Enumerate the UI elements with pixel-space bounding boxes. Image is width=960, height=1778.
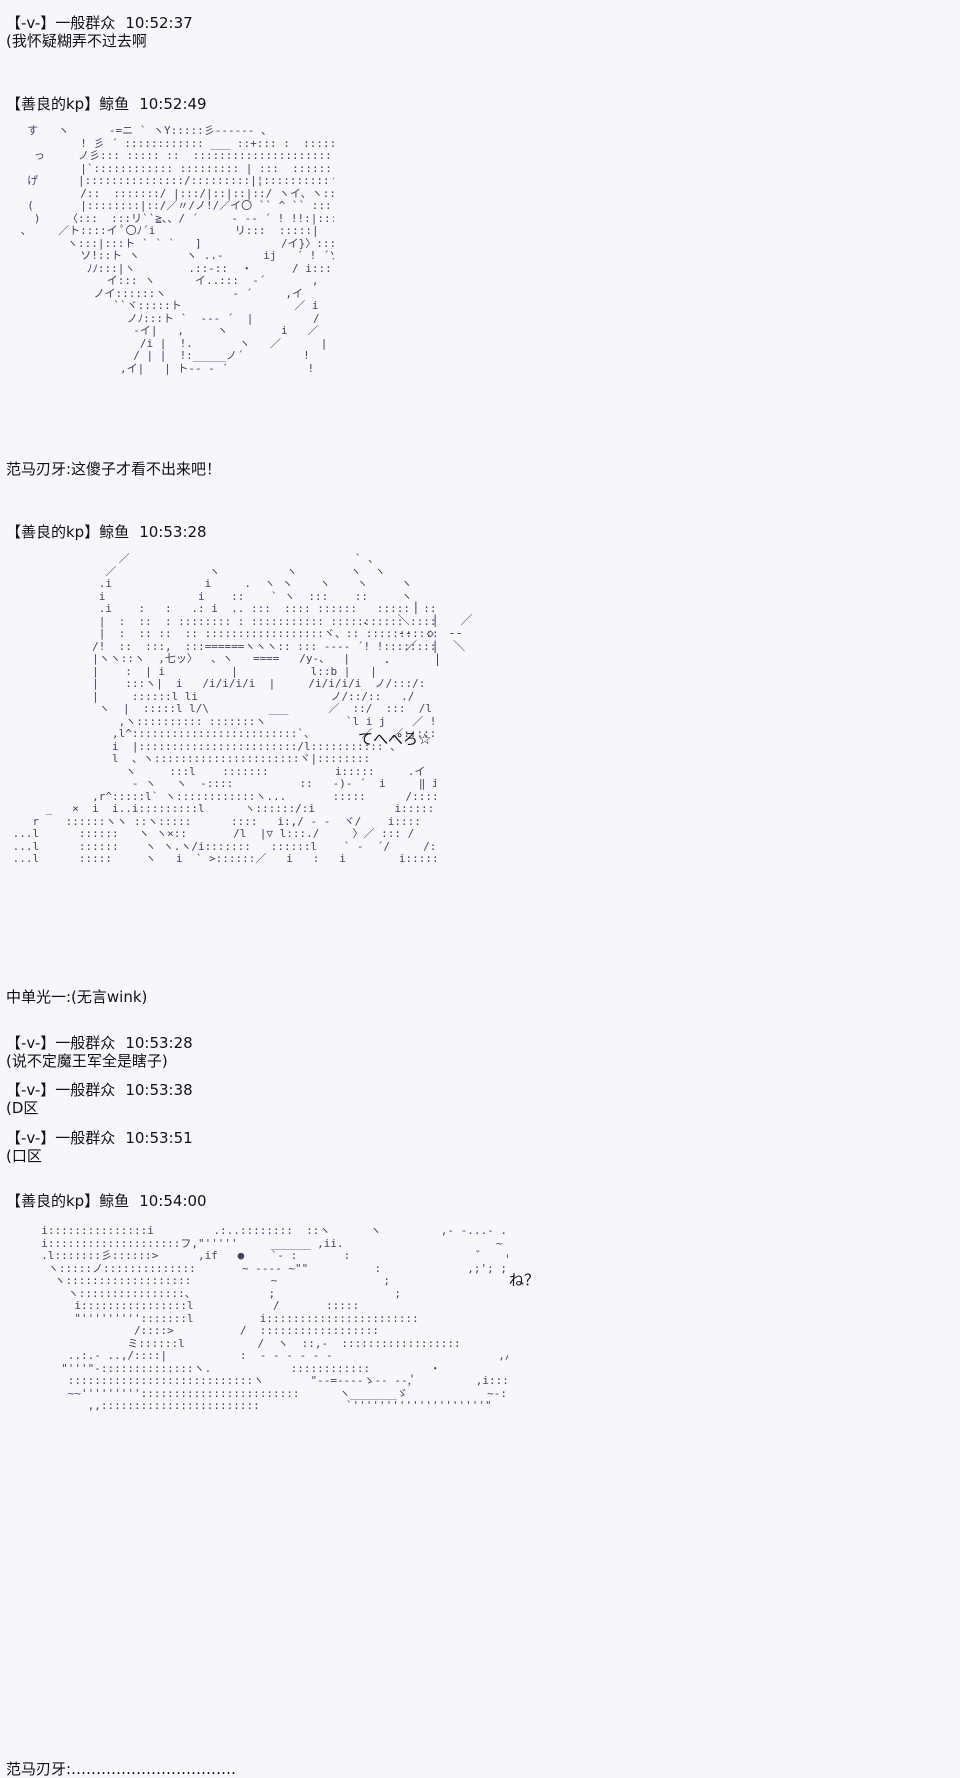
timestamp: 10:52:37 (125, 14, 193, 32)
message-header: 【善良的kp】鲸鱼 10:53:28 (6, 523, 207, 541)
timestamp: 10:53:38 (125, 1081, 193, 1099)
timestamp: 10:53:28 (139, 523, 207, 541)
sender-name: 【-v-】一般群众 (6, 14, 116, 32)
sender-name: 【-v-】一般群众 (6, 1034, 116, 1052)
message-text: (说不定魔王军全是瞎子) (6, 1052, 168, 1070)
message-text: (D区 (6, 1099, 39, 1117)
sender-name: 【善良的kp】鲸鱼 (6, 1192, 130, 1210)
timestamp: 10:53:28 (125, 1034, 193, 1052)
message-text: 中单光一:(无言wink) (6, 988, 148, 1006)
message-header: 【-v-】一般群众 10:53:51 (6, 1129, 193, 1147)
timestamp: 10:54:00 (139, 1192, 207, 1210)
art-caption-tehepero: てへぺろ☆ (358, 730, 432, 748)
sender-name: 【-v-】一般群众 (6, 1081, 116, 1099)
sender-name: 【善良的kp】鲸鱼 (6, 523, 130, 541)
message-text: (我怀疑糊弄不过去啊 (6, 32, 147, 50)
message-text: 范马刃牙:这傻子才看不出来吧！ (6, 460, 222, 478)
ascii-art-koichi-wink: ／ ` 、 ／ ヽ ヽ ヽ ヽ .i i . ヽ ヽ ヽ ヽ ヽ i i i :… (12, 553, 436, 865)
message-text: (口区 (6, 1147, 42, 1165)
ascii-art-eyes-closeup: i:::::::::::::::i .:..:::::::: ::ヽ ヽ ,‐ … (41, 1225, 508, 1412)
message-header: 【-v-】一般群众 10:53:28 (6, 1034, 193, 1052)
sparkle-icon: | . ＼ | ／ ‐‐ ◇ ‐‐ ／ | ＼ . | (361, 600, 473, 666)
message-header: 【-v-】一般群众 10:53:38 (6, 1081, 193, 1099)
message-header: 【善良的kp】鲸鱼 10:54:00 (6, 1192, 207, 1210)
timestamp: 10:53:51 (125, 1129, 193, 1147)
message-header: 【-v-】一般群众 10:52:37 (6, 14, 193, 32)
message-header: 【善良的kp】鲸鱼 10:52:49 (6, 95, 207, 113)
sender-name: 【-v-】一般群众 (6, 1129, 116, 1147)
timestamp: 10:52:49 (139, 95, 207, 113)
ascii-art-baki-face: す ヽ -=ニ ` ヽY:::::彡------ 、 ! 彡 ´ :::::::… (20, 125, 334, 375)
art-caption-ne: ね？ (509, 1271, 540, 1289)
message-text: 范马刃牙:…………………………… (6, 1760, 237, 1778)
sender-name: 【善良的kp】鲸鱼 (6, 95, 130, 113)
